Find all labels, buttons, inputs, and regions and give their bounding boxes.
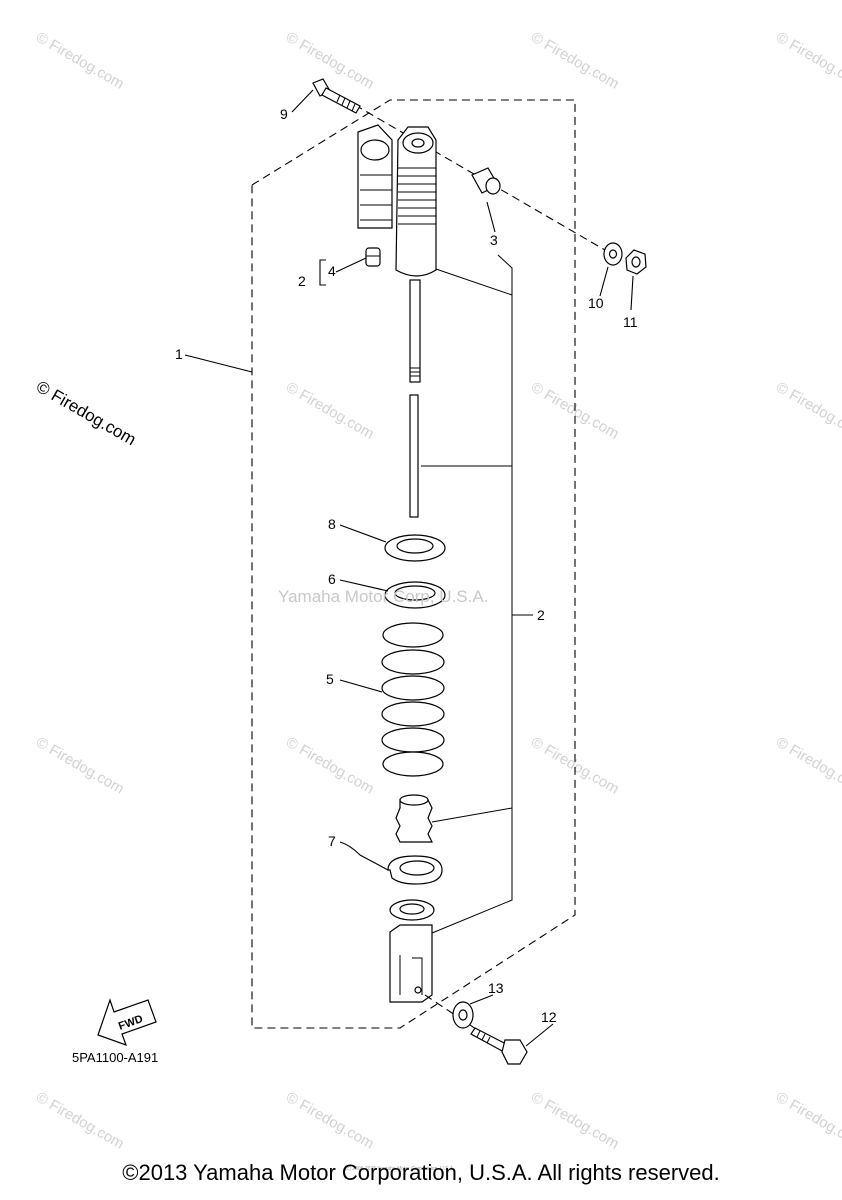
spring-part-5 [381,622,445,777]
callout-5: 5 [326,671,334,687]
center-watermark: Yamaha Motor Corp, U.S.A. [278,587,488,606]
locknut-part-8 [384,534,446,562]
callout-11: 11 [623,314,638,330]
watermark: © Firedog.com [283,379,377,443]
damper-rod [409,279,421,383]
callout-9: 9 [280,106,288,122]
callout-13: 13 [488,980,504,996]
bolt-part-9 [312,78,361,114]
watermark: © Firedog.com [528,29,622,93]
callout-2-right: 2 [537,607,545,623]
watermark: © Firedog.com [283,1089,377,1153]
watermark: © Firedog.com [773,1089,842,1153]
callout-7: 7 [328,833,336,849]
shock-reservoir [357,124,393,229]
callout-4: 4 [328,263,336,279]
watermark: © Firedog.com [33,29,127,93]
adjuster-ring-part-6 [384,581,446,609]
leader-lines [184,89,634,1047]
assembly-boundary [251,99,576,1029]
small-copyright-notice: (c) 2005-2015 Yamaha Motor Corporation, … [345,1166,455,1172]
watermark: © Firedog.com [773,379,842,443]
rebound-needle [409,394,419,518]
bracket-tick [432,267,513,296]
washer-part-13 [452,1001,474,1029]
watermark: © Firedog.com [33,1089,127,1153]
shock-main-body [395,126,437,277]
watermark: © Firedog.com [528,1089,622,1153]
watermark-dark: © Firedog.com [33,377,139,449]
spring-seat-part-7 [387,855,443,885]
watermark: © Firedog.com [773,734,842,798]
copyright-notice: ©2013 Yamaha Motor Corporation, U.S.A. A… [122,1160,720,1185]
forward-arrow: FWD [97,998,157,1046]
bracket-tick [431,807,513,823]
valve-cap-part-4 [365,247,381,267]
bump-rubber [395,794,433,843]
lower-clevis [389,899,435,1003]
bolt-part-12 [470,1027,528,1065]
diagram-code: 5PA1100-A191 [72,1050,158,1065]
callout-labels: 1 2 2 3 4 5 6 7 8 9 10 11 12 13 [175,106,638,1025]
callout-12: 12 [541,1009,557,1025]
watermark: © Firedog.com [283,29,377,93]
nut-part-11 [625,249,647,275]
callout-8: 8 [328,516,336,532]
group-bracket-2 [419,254,513,939]
watermark: © Firedog.com [283,734,377,798]
callout-1: 1 [175,346,183,362]
washer-part-10 [603,242,623,266]
callout-2-left: 2 [298,273,306,289]
callout-3: 3 [490,232,498,248]
collar-part-3 [471,167,501,195]
callout-10: 10 [588,295,604,311]
watermark: © Firedog.com [773,29,842,93]
callout-6: 6 [328,571,336,587]
watermark: © Firedog.com [33,734,127,798]
